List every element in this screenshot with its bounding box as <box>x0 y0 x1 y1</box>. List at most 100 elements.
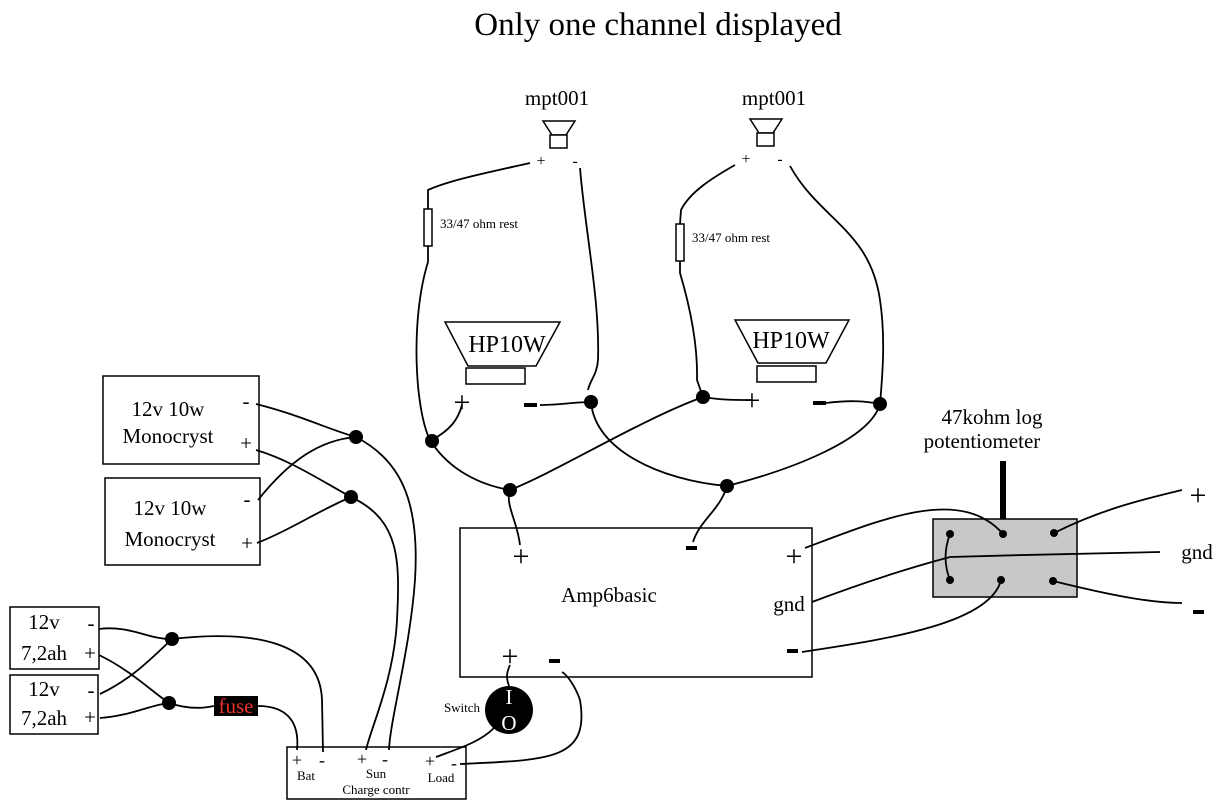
potentiometer-shaft <box>1000 461 1006 519</box>
junction-dot <box>162 696 176 710</box>
solar-panel-2: 12v 10w Monocryst - + <box>104 477 261 566</box>
battery-1-plus: + <box>84 641 96 665</box>
wire-fuse-to-charge <box>257 705 299 751</box>
wire-battery1-minus <box>98 627 173 640</box>
charge-load-plus: + <box>425 751 435 771</box>
charge-controller-title: Charge contr <box>342 782 410 797</box>
wire-woofer-left-minus <box>539 401 592 406</box>
tweeter-left: mpt001 + - <box>525 86 589 170</box>
tweeter-left-magnet <box>549 134 568 149</box>
woofer-left-minus <box>524 403 537 407</box>
wire-battery1-plus <box>98 654 170 704</box>
junction-dot <box>165 632 179 646</box>
wire-pot-to-input-gnd <box>949 551 1161 558</box>
battery-2-line1: 12v <box>28 677 60 701</box>
fuse-label: fuse <box>219 694 254 718</box>
resistor-right-body <box>675 223 685 262</box>
wire-pot-to-input-plus <box>1053 489 1183 534</box>
solar-panel-2-minus: - <box>244 487 251 511</box>
wire-tweeter-right-plus <box>679 164 736 225</box>
junction-dot <box>584 395 598 409</box>
wire-left-plus-junction <box>431 442 511 491</box>
fuse-body <box>214 696 258 716</box>
charge-controller-box <box>286 746 467 800</box>
woofer-right-label: HP10W <box>752 328 830 354</box>
solar-panel-1-line1: 12v 10w <box>132 397 206 421</box>
junction-dot <box>425 434 439 448</box>
wire-pot-to-amp-minus <box>801 579 1002 653</box>
amplifier-label: Amp6basic <box>561 583 657 607</box>
amp-power-plus: + <box>502 640 519 673</box>
wire-battery-minus-to-charge <box>171 635 324 753</box>
switch-off-label: O <box>501 711 516 735</box>
charge-controller: + - + - + - Bat Sun Load Charge contr <box>286 746 467 800</box>
tweeter-right: mpt001 + - <box>741 86 806 168</box>
switch-label: Switch <box>444 700 481 715</box>
wire-right-minus-to-junction <box>726 403 881 487</box>
battery-2-plus: + <box>84 705 96 729</box>
solar-panel-2-line1: 12v 10w <box>134 496 208 520</box>
woofer-left: HP10W + <box>443 321 562 419</box>
solar-panel-1: 12v 10w Monocryst - + <box>102 375 260 465</box>
fuse: fuse <box>214 694 258 718</box>
wire-tweeter-right-minus <box>789 165 885 405</box>
charge-load-minus: - <box>451 753 457 773</box>
wire-load-minus-to-amp <box>459 671 583 765</box>
wire-panel2-plus <box>256 496 352 544</box>
tweeter-left-plus: + <box>536 153 545 170</box>
junction-dot <box>349 430 363 444</box>
wire-battery2-minus <box>99 638 173 695</box>
wire-pot-to-amp-plus <box>804 508 1004 549</box>
switch-body <box>485 686 533 734</box>
wires <box>98 162 1183 765</box>
wire-left-minus-to-junction <box>590 401 728 487</box>
input-minus-label <box>1193 610 1204 614</box>
tweeter-left-label: mpt001 <box>525 86 589 110</box>
amp-speaker-plus: + <box>513 540 530 573</box>
resistor-left-label: 33/47 ohm rest <box>440 216 518 231</box>
wire-panels-plus-to-charge <box>350 496 399 751</box>
wire-battery2-plus <box>99 702 170 719</box>
junctions <box>162 390 887 710</box>
woofer-right-minus <box>813 401 826 405</box>
input-gnd-label: gnd <box>1181 540 1213 564</box>
battery-1: 12v 7,2ah - + <box>9 606 100 670</box>
wire-woofer-right-minus <box>825 400 881 405</box>
battery-1-minus: - <box>88 611 95 635</box>
charge-load-label: Load <box>428 770 455 785</box>
diagram-title: Only one channel displayed <box>474 7 842 43</box>
junction-dot <box>696 390 710 404</box>
wire-switch-to-amp <box>506 664 511 687</box>
solar-panel-1-minus: - <box>243 389 250 413</box>
charge-sun-label: Sun <box>366 766 387 781</box>
amp-speaker-minus <box>686 546 697 550</box>
junction-dot <box>344 490 358 504</box>
charge-bat-label: Bat <box>297 768 315 783</box>
wire-resistor-left-down <box>415 246 431 441</box>
junction-dot <box>503 483 517 497</box>
tweeter-right-plus: + <box>741 151 750 168</box>
solar-panel-1-plus: + <box>240 431 252 455</box>
wire-load-plus-to-switch <box>435 727 495 758</box>
potentiometer-line1: 47kohm log <box>942 405 1043 429</box>
potentiometer: 47kohm log potentiometer <box>924 405 1078 598</box>
woofer-right-cone <box>733 319 851 364</box>
amp-input-plus: + <box>786 540 803 573</box>
tweeter-left-minus: - <box>572 153 577 170</box>
woofer-left-label: HP10W <box>468 332 546 358</box>
solar-panel-1-box <box>102 375 260 465</box>
battery-2-line2: 7,2ah <box>21 706 68 730</box>
junction-dot <box>720 479 734 493</box>
woofer-left-plus: + <box>454 386 471 419</box>
resistor-right: 33/47 ohm rest <box>675 223 770 262</box>
wire-pot-ground-link <box>944 533 951 581</box>
battery-1-line1: 12v <box>28 610 60 634</box>
input-plus-label: + <box>1190 479 1207 512</box>
charge-bat-plus: + <box>292 750 302 770</box>
woofer-right-magnet <box>756 365 817 383</box>
wire-pot-to-input-minus <box>1052 580 1183 604</box>
tweeter-left-cone <box>541 120 577 136</box>
amp-input-gnd: gnd <box>773 592 805 616</box>
wire-tweeter-left-minus <box>579 167 600 391</box>
